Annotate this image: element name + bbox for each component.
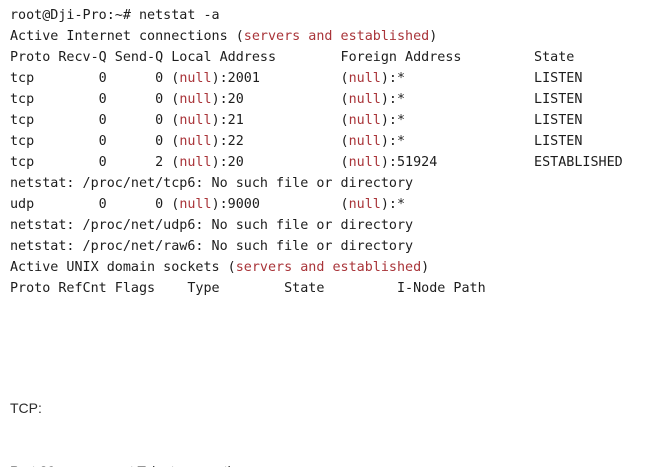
tcp-row-port-20-listen: tcp 0 0 (null):20 (null):* LISTEN	[10, 92, 583, 107]
tcp-row-port-20-established: tcp 0 2 (null):20 (null):51924 ESTABLISH…	[10, 155, 623, 170]
udp-row-port-9000: udp 0 0 (null):9000 (null):*	[10, 197, 406, 212]
note-line: Port 20 - my current Telnet connection	[10, 461, 662, 467]
port-notes: TCP: Port 20 - my current Telnet connect…	[0, 356, 662, 467]
udp6-error-line: netstat: /proc/net/udp6: No such file or…	[10, 218, 414, 233]
terminal-output[interactable]: root@Dji-Pro:~# netstat -a Active Interne…	[0, 0, 662, 299]
prompt-command-line: root@Dji-Pro:~# netstat -a	[10, 8, 220, 23]
tcp-row-port-2001: tcp 0 0 (null):2001 (null):* LISTEN	[10, 71, 583, 86]
tcp-row-port-22: tcp 0 0 (null):22 (null):* LISTEN	[10, 134, 583, 149]
active-internet-connections-line: Active Internet connections (servers and…	[10, 29, 438, 44]
notes-heading: TCP:	[10, 400, 42, 416]
inet-table-header: Proto Recv-Q Send-Q Local Address Foreig…	[10, 50, 575, 65]
tcp-row-port-21: tcp 0 0 (null):21 (null):* LISTEN	[10, 113, 583, 128]
unix-table-header: Proto RefCnt Flags Type State I-Node Pat…	[10, 281, 486, 296]
active-unix-sockets-line: Active UNIX domain sockets (servers and …	[10, 260, 430, 275]
tcp6-error-line: netstat: /proc/net/tcp6: No such file or…	[10, 176, 414, 191]
raw6-error-line: netstat: /proc/net/raw6: No such file or…	[10, 239, 414, 254]
notes-list: Port 20 - my current Telnet connectionPo…	[10, 461, 662, 467]
